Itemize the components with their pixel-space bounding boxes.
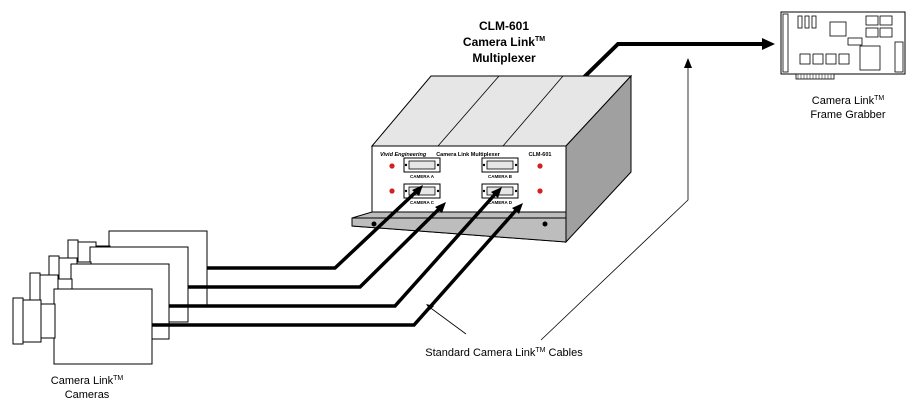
port-label-camera-d: CAMERA D [488,200,513,205]
mux-name-line2: Multiplexer [472,51,536,65]
led-camera-a-icon [389,163,395,169]
output-arrowhead [762,38,775,50]
multiplexer-box [351,74,633,244]
panel-model: CLM-601 [529,152,552,158]
cable-camera-c [188,205,443,289]
annotation-line-right [540,62,689,341]
frame-grabber-label-line1: Camera LinkTM [812,95,885,107]
panel-brand: Vivid Engineering [380,152,427,158]
mux-name-line1: Camera LinkTM [463,35,545,49]
cable-camera-b [169,190,499,308]
led-camera-c-icon [389,188,395,194]
camera-cables [152,188,520,327]
panel-title: Camera Link Multiplexer [436,152,500,158]
mount-hole-icon [542,221,548,227]
port-label-camera-a: CAMERA A [410,174,435,179]
connector-camera-b [481,157,519,173]
cables-label: Standard Camera LinkTM Cables [425,347,583,359]
cable-camera-d [152,206,520,327]
port-label-camera-b: CAMERA B [488,174,513,179]
cable-arrowheads [412,185,523,214]
cameras-label-line2: Cameras [65,389,110,401]
camera-1 [12,288,153,365]
mount-hole-icon [371,221,377,227]
frame-grabber-card [780,11,906,80]
annotation-line-left [427,305,467,335]
output-cable [575,42,770,86]
annotation-arrow-right-icon [684,58,692,68]
cameras-label-line1: Camera LinkTM [51,375,124,387]
frame-grabber-label-line2: Frame Grabber [810,109,886,121]
led-camera-d-icon [537,188,543,194]
cable-camera-a [207,188,420,270]
port-label-camera-c: CAMERA C [410,200,435,205]
annotation-arrow-left-icon [426,304,434,310]
connector-camera-a [403,157,441,173]
mux-model-title: CLM-601 [479,19,529,33]
led-camera-b-icon [537,163,543,169]
